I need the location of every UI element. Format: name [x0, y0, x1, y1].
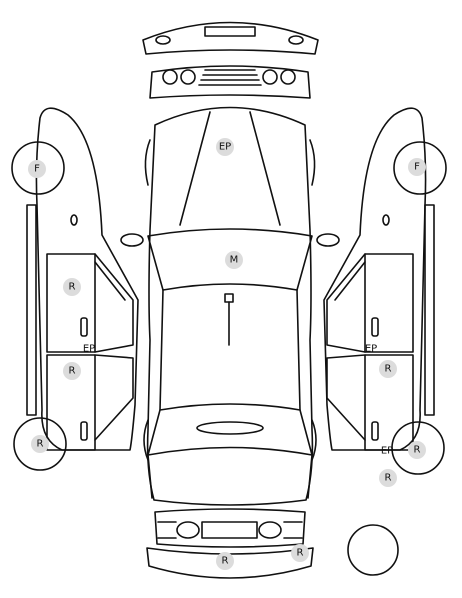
marker-right-lower-ep[interactable]: EP: [381, 446, 393, 457]
marker-label: EP: [83, 344, 95, 355]
front-bumper[interactable]: [142, 21, 319, 55]
rear-lights[interactable]: [154, 508, 306, 548]
marker-label: R: [414, 445, 421, 456]
marker-front-right-wheel[interactable]: F: [408, 158, 426, 176]
left-side-profile[interactable]: [11, 107, 139, 471]
marker-label: R: [69, 282, 76, 293]
marker-left-door-panel-ep[interactable]: EP: [83, 344, 95, 355]
marker-left-rear-door-lower[interactable]: R: [63, 362, 81, 380]
marker-label: R: [69, 366, 76, 377]
marker-label: R: [385, 473, 392, 484]
marker-label: F: [34, 164, 40, 175]
marker-right-rear-door-upper[interactable]: R: [379, 360, 397, 378]
front-grille[interactable]: [149, 65, 311, 99]
marker-front-left-wheel[interactable]: F: [28, 160, 46, 178]
marker-right-door-panel-ep[interactable]: EP: [365, 344, 377, 355]
marker-rear-left-wheel[interactable]: R: [31, 435, 49, 453]
rear-bumper[interactable]: [146, 547, 314, 579]
marker-left-rear-door-upper[interactable]: R: [63, 278, 81, 296]
marker-label: F: [414, 162, 420, 173]
marker-label: EP: [219, 142, 231, 153]
marker-label: M: [230, 255, 239, 266]
marker-label: R: [222, 556, 229, 567]
marker-rear-bumper-left[interactable]: R: [216, 552, 234, 570]
marker-rear-right-wheel[interactable]: R: [408, 441, 426, 459]
car-body-top[interactable]: [120, 106, 340, 506]
marker-hood-ep[interactable]: EP: [216, 138, 234, 156]
marker-label: R: [297, 548, 304, 559]
marker-label: EP: [365, 344, 377, 355]
marker-label: R: [37, 439, 44, 450]
right-side-profile[interactable]: [323, 107, 447, 475]
marker-roof-m[interactable]: M: [225, 251, 243, 269]
marker-rear-right-lower[interactable]: R: [379, 469, 397, 487]
marker-label: R: [385, 364, 392, 375]
spare-wheel[interactable]: [347, 524, 399, 576]
marker-rear-bumper-right[interactable]: R: [291, 544, 309, 562]
marker-label: EP: [381, 446, 393, 457]
